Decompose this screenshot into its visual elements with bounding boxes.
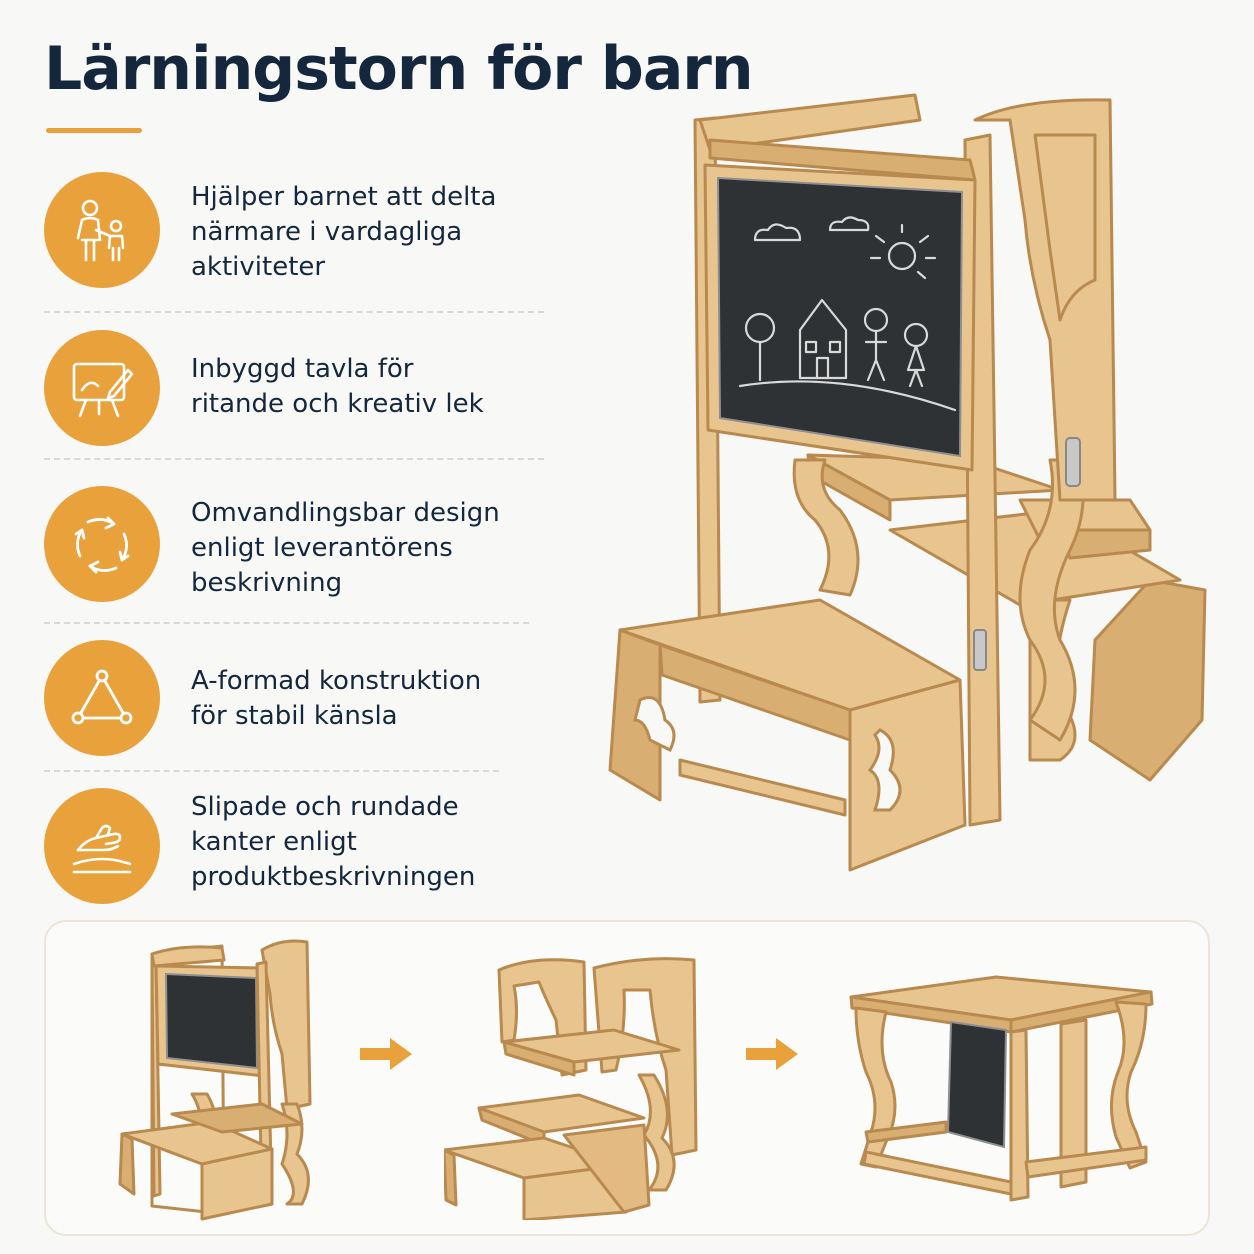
feature-icon-circle bbox=[44, 788, 160, 904]
feature-icon-circle bbox=[44, 640, 160, 756]
feature-item-participation: Hjälper barnet att delta närmare i varda… bbox=[44, 172, 544, 302]
adult-and-child-icon bbox=[76, 199, 125, 262]
feature-text-line: ritande och kreativ lek bbox=[191, 389, 484, 419]
feature-item-smooth-edges: Slipade och rundade kanter enligt produk… bbox=[44, 788, 544, 908]
drawing-board-icon bbox=[72, 362, 134, 418]
arrow-right-icon bbox=[360, 1038, 412, 1070]
feature-text-line: Hjälper barnet att delta bbox=[191, 182, 497, 212]
feature-text-line: produktbeskrivningen bbox=[191, 862, 476, 892]
divider bbox=[44, 458, 544, 460]
feature-icon-circle bbox=[44, 330, 160, 446]
feature-item-chalkboard: Inbyggd tavla för ritande och kreativ le… bbox=[44, 330, 544, 446]
feature-text-line: aktiviteter bbox=[191, 252, 326, 282]
feature-text-line: för stabil känsla bbox=[191, 701, 398, 731]
title-underline bbox=[46, 128, 142, 133]
feature-text-line: Slipade och rundade bbox=[191, 792, 459, 822]
feature-icon-circle bbox=[44, 172, 160, 288]
conversion-steps-panel bbox=[44, 920, 1210, 1236]
hand-smooth-icon bbox=[72, 824, 132, 874]
feature-text-line: A-formad konstruktion bbox=[191, 666, 482, 696]
feature-text-line: Omvandlingsbar design bbox=[191, 498, 500, 528]
divider bbox=[44, 770, 499, 772]
learning-tower-product-image bbox=[608, 93, 1207, 872]
tower-with-chalkboard-image bbox=[118, 939, 312, 1221]
step-stool-chair-image bbox=[444, 957, 698, 1220]
feature-text-line: enligt leverantörens bbox=[191, 533, 453, 563]
divider bbox=[44, 622, 529, 624]
triangle-structure-icon bbox=[71, 669, 133, 725]
divider bbox=[44, 311, 544, 313]
convert-arrows-icon bbox=[74, 516, 130, 574]
page-title: Lärningstorn för barn bbox=[44, 34, 754, 104]
feature-item-convertible: Omvandlingsbar design enligt leverantöre… bbox=[44, 486, 544, 602]
feature-text-line: beskrivning bbox=[191, 568, 343, 598]
feature-text-line: närmare i vardagliga bbox=[191, 217, 463, 247]
feature-icon-circle bbox=[44, 486, 160, 602]
feature-text-line: kanter enligt bbox=[191, 827, 357, 857]
feature-item-a-frame: A-formad konstruktion för stabil känsla bbox=[44, 640, 544, 756]
arrow-right-icon bbox=[746, 1038, 798, 1070]
feature-text-line: Inbyggd tavla för bbox=[191, 354, 414, 384]
desk-table-image bbox=[849, 975, 1154, 1202]
